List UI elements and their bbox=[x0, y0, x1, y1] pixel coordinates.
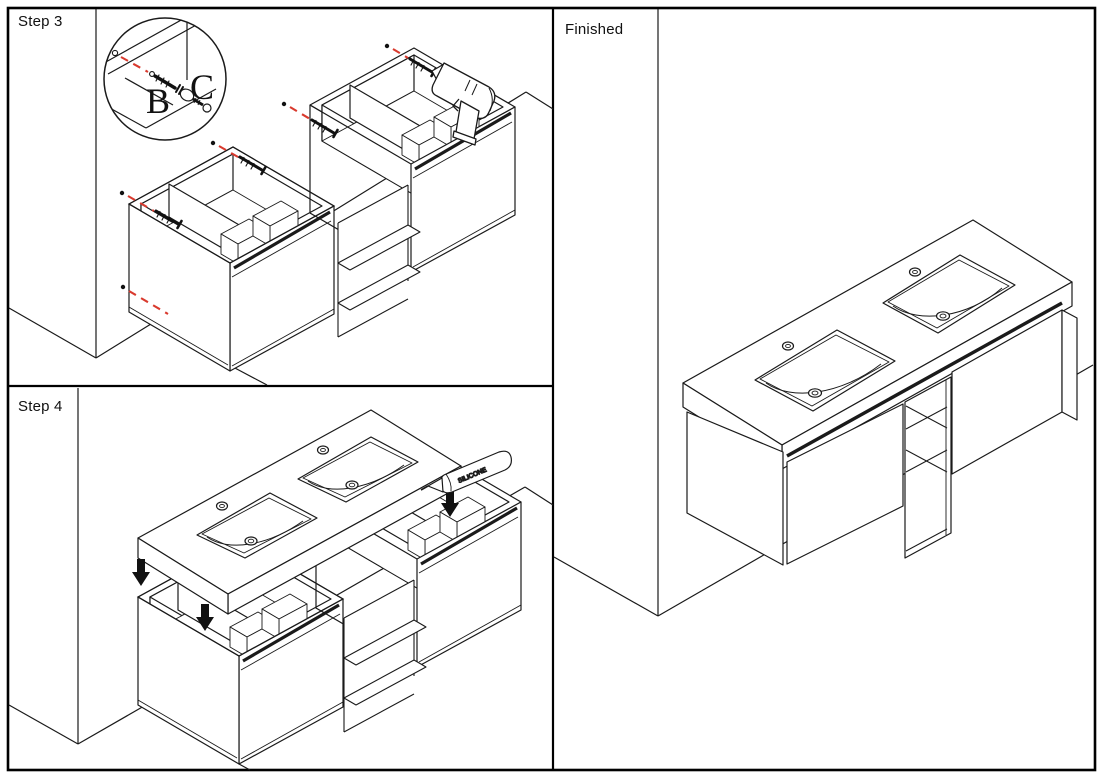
sink-basin-right bbox=[882, 254, 1016, 334]
open-shelf-recess bbox=[904, 376, 952, 559]
cabinet-right-end-panel bbox=[1061, 309, 1078, 421]
wall-mounted-double-vanity bbox=[682, 219, 1078, 566]
screw-guides bbox=[119, 43, 437, 315]
step4-panel-label: Step 4 bbox=[18, 398, 63, 415]
part-c-label: C bbox=[190, 67, 214, 107]
countertop-with-sinks bbox=[137, 409, 462, 615]
shelf-unit bbox=[337, 184, 421, 338]
shelf-unit bbox=[343, 579, 427, 733]
silicone-tube-icon: SILICONE bbox=[420, 450, 512, 494]
wall-hole-dots bbox=[119, 43, 390, 290]
drawer-front-left bbox=[786, 403, 904, 565]
cabinet-box-left bbox=[129, 147, 334, 371]
faucet-hole-left bbox=[781, 341, 795, 351]
ferrule-c-icon bbox=[179, 88, 212, 113]
step3-drawing: B C bbox=[8, 9, 554, 386]
sink-basin-right bbox=[297, 436, 419, 503]
drill-icon bbox=[431, 62, 496, 146]
sink-basin-left bbox=[754, 329, 896, 412]
finished-drawing bbox=[553, 9, 1094, 617]
sheet-borders bbox=[6, 6, 1097, 772]
sink-basin-left bbox=[196, 492, 318, 559]
detail-callout: B C bbox=[103, 17, 227, 141]
cabinet-left-end-panel bbox=[686, 411, 784, 566]
counter-shadow-gap bbox=[786, 301, 1063, 458]
finished-panel-label: Finished bbox=[565, 21, 624, 38]
part-b-label: B bbox=[146, 81, 170, 121]
step3-panel-label: Step 3 bbox=[18, 13, 63, 30]
faucet-hole-left bbox=[215, 501, 229, 511]
faucet-hole-right bbox=[316, 445, 330, 455]
step4-drawing: SILICONE bbox=[8, 388, 554, 771]
faucet-hole-right bbox=[908, 267, 922, 277]
